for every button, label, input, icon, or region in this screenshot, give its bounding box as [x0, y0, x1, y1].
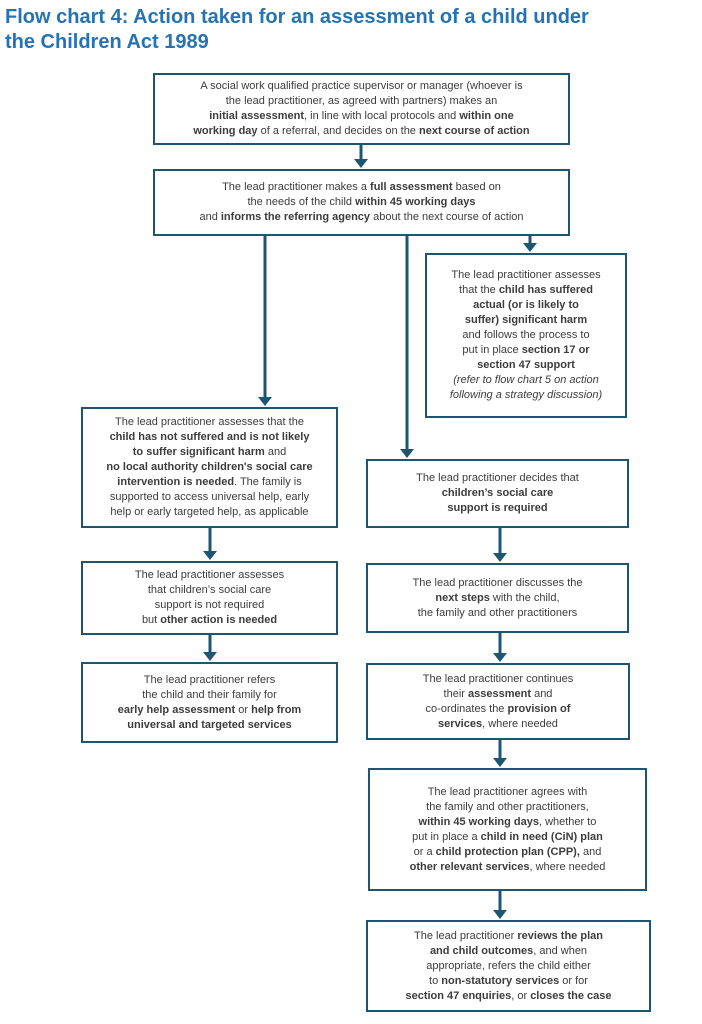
arrow-initial-to-full	[354, 145, 368, 168]
arrow-continue-to-agree	[493, 740, 507, 767]
arrow-full-to-significant-harm	[523, 236, 537, 252]
flow-box-social-care-support-required: The lead practitioner decides that child…	[366, 459, 629, 528]
arrow-full-to-support-required	[400, 236, 414, 458]
flow-box-continue-assessment: The lead practitioner continues their as…	[366, 663, 630, 740]
flow-box-support-not-required: The lead practitioner assesses that chil…	[81, 561, 338, 635]
arrow-not-required-to-refer	[203, 635, 217, 661]
flow-box-discuss-next-steps: The lead practitioner discusses the next…	[366, 563, 629, 633]
flow-box-full-assessment: The lead practitioner makes a full asses…	[153, 169, 570, 236]
flow-box-initial-assessment: A social work qualified practice supervi…	[153, 73, 570, 145]
arrow-full-to-no-harm	[258, 236, 272, 406]
flow-box-review-plan: The lead practitioner reviews the plan a…	[366, 920, 651, 1012]
flow-box-significant-harm: The lead practitioner assesses that the …	[425, 253, 627, 418]
arrow-discuss-to-continue	[493, 633, 507, 662]
page-title: Flow chart 4: Action taken for an assess…	[5, 6, 589, 53]
flow-box-agree-plan: The lead practitioner agrees with the fa…	[368, 768, 647, 891]
arrow-no-harm-to-not-required	[203, 528, 217, 560]
flow-box-refer-early-help: The lead practitioner refers the child a…	[81, 662, 338, 743]
flow-box-no-significant-harm: The lead practitioner assesses that the …	[81, 407, 338, 528]
arrow-support-required-to-discuss	[493, 528, 507, 562]
arrow-agree-to-review	[493, 891, 507, 919]
